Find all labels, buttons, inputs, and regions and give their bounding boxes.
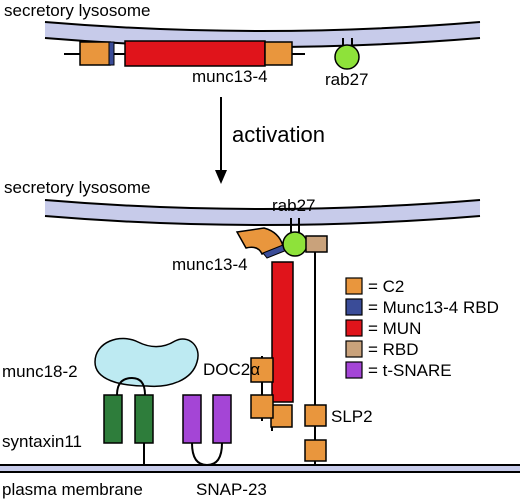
- slp2-c2-domain-2: [304, 439, 327, 462]
- top-rab27-circle: [334, 44, 360, 70]
- top-munc-rbd-domain: [108, 41, 115, 66]
- legend-label-4: = t-SNARE: [368, 361, 452, 380]
- snap-23: [182, 394, 232, 467]
- snap23-helix-2: [212, 394, 232, 444]
- snap23-label: SNAP-23: [196, 480, 267, 499]
- munc18-2-shape: [94, 337, 199, 388]
- plasma-membrane-band: [0, 466, 520, 471]
- legend-swatch-3: [345, 340, 363, 358]
- bottom-lysosome-label: secretory lysosome: [4, 178, 150, 197]
- legend-swatch-1: [345, 298, 363, 316]
- doc2-alpha: [250, 356, 274, 421]
- bottom-rab27-label: rab27: [272, 196, 315, 215]
- bottom-munc-c2-lower: [270, 404, 293, 428]
- syntaxin11-label: syntaxin11: [2, 432, 82, 451]
- doc2-c2-domain-1: [250, 357, 274, 383]
- top-munc13-4-construct: [64, 40, 305, 67]
- bottom-mun-domain: [271, 261, 294, 403]
- top-mun-domain: [124, 40, 266, 67]
- doc2-label: DOC2α: [203, 360, 260, 379]
- mid-membrane-line-outer: [44, 199, 481, 210]
- activation-arrow-head: [215, 170, 227, 184]
- top-c2-domain-2: [264, 41, 293, 66]
- munc18-2: [94, 337, 199, 396]
- slp2-rbd-domain: [305, 235, 328, 253]
- legend-swatch-4: [345, 361, 363, 379]
- legend-swatch-0: [345, 277, 363, 295]
- legend-label-0: = C2: [368, 277, 404, 296]
- syntaxin11-helix-2: [134, 394, 154, 444]
- top-rab27: [334, 38, 360, 70]
- top-lysosome-label: secretory lysosome: [4, 1, 150, 20]
- slp2-protein: [304, 235, 328, 469]
- top-membrane-line-outer: [44, 21, 481, 32]
- bottom-rab27: [290, 218, 300, 232]
- top-c2-domain-1: [79, 41, 111, 66]
- bottom-munc13-4-label: munc13-4: [172, 255, 248, 274]
- snap23-helix-1: [182, 394, 202, 444]
- top-rab27-label: rab27: [325, 70, 368, 89]
- mid-membrane-band: [45, 200, 480, 225]
- bottom-rab27-circle: [282, 231, 308, 257]
- mid-membrane-line-inner: [44, 215, 481, 226]
- munc18-2-syntaxin-link: [116, 376, 146, 396]
- legend: = C2 = Munc13-4 RBD = MUN = RBD = t-SNARE: [345, 277, 499, 380]
- syntaxin11: [103, 394, 154, 465]
- plasma-membrane-label: plasma membrane: [2, 480, 143, 499]
- legend-label-3: = RBD: [368, 340, 419, 359]
- snap23-linker: [191, 442, 223, 467]
- plasma-membrane: [0, 464, 520, 473]
- bottom-lysosome-membrane: [44, 199, 481, 226]
- legend-swatch-2: [345, 319, 363, 337]
- slp2-label: SLP2: [331, 407, 373, 426]
- activation-arrow: [215, 97, 227, 184]
- doc2-c2-domain-2: [250, 394, 274, 419]
- activation-label: activation: [232, 122, 325, 147]
- legend-label-1: = Munc13-4 RBD: [368, 298, 499, 317]
- slp2-c2-domain-1: [304, 404, 327, 427]
- syntaxin11-helix-1: [103, 394, 123, 444]
- legend-label-2: = MUN: [368, 319, 421, 338]
- top-munc13-4-label: munc13-4: [192, 67, 268, 86]
- munc18-2-label: munc18-2: [2, 362, 78, 381]
